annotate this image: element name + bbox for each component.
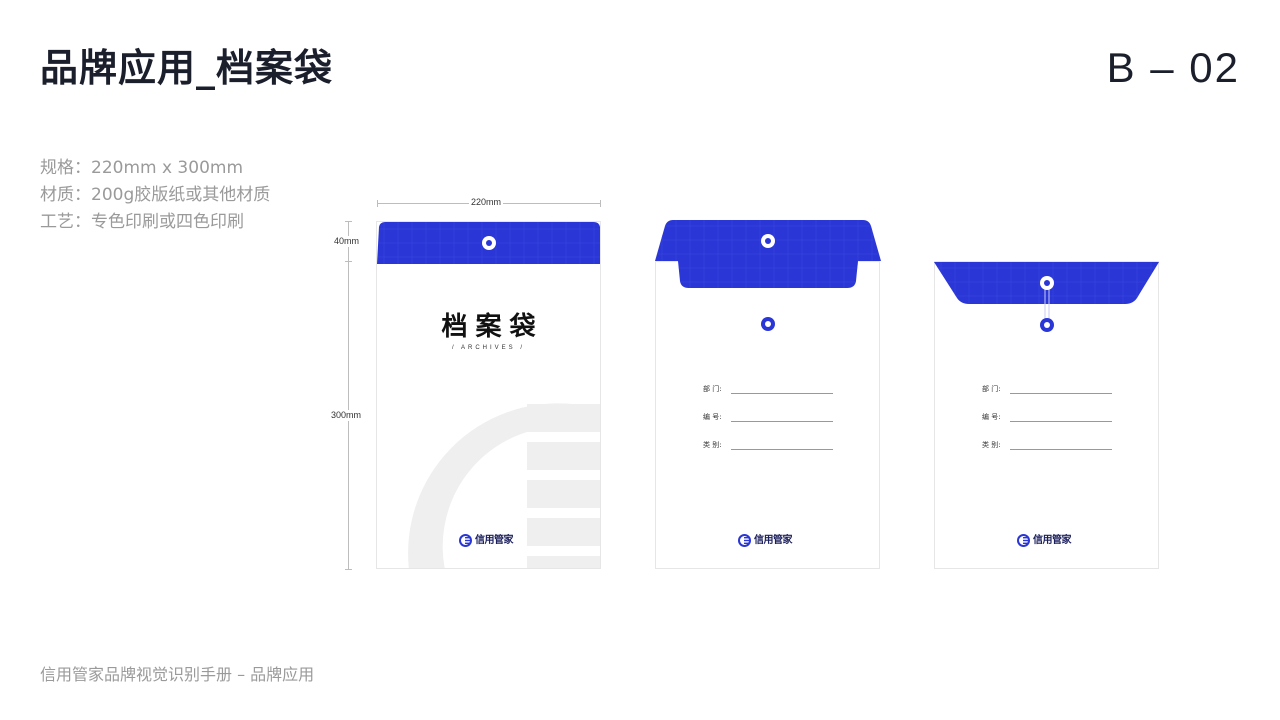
footer-text: 信用管家品牌视觉识别手册 – 品牌应用 [40,665,315,684]
back-closed-string [1040,276,1054,332]
brand-logo-text: 信用管家 [475,535,514,546]
form-row-department: 部 门: [982,384,1122,396]
form-row-number: 编 号: [982,412,1122,424]
flap-height-label: 40mm [332,236,362,247]
form-row-number: 编 号: [703,412,843,424]
front-title: 档案袋 [441,312,544,342]
envelope-back-open-body: 部 门: 编 号: 类 别: 信用管家 [655,261,880,569]
form-row-category: 类 别: [703,440,843,452]
width-label: 220mm [469,197,504,208]
back-open-brand-logo: 信用管家 [738,534,808,548]
brand-logo-icon [1017,534,1030,547]
spec-list: 规格：220mm x 300mm 材质：200g胶版纸或其他材质 工艺：专色印刷… [40,155,270,236]
brand-logo-icon [738,534,751,547]
front-brand-logo: 信用管家 [459,534,529,548]
spec-material: 材质：200g胶版纸或其他材质 [40,185,271,205]
spec-process: 工艺：专色印刷或四色印刷 [40,212,244,232]
front-string-button [481,235,497,251]
height-label: 300mm [329,410,364,421]
spec-size: 规格：220mm x 300mm [40,158,244,178]
page-title: 品牌应用_档案袋 [40,46,334,90]
form-row-department: 部 门: [703,384,843,396]
front-brand-graphic [408,403,600,568]
form-row-category: 类 别: [982,440,1122,452]
back-open-flap [655,220,881,288]
envelope-back-closed-body: 部 门: 编 号: 类 别: 信用管家 [934,261,1159,569]
page-code: B – 02 [1106,44,1240,91]
front-subtitle: / ARCHIVES / [451,345,525,351]
brand-logo-icon [459,534,472,547]
back-closed-brand-logo: 信用管家 [1017,534,1087,548]
back-open-string-button [761,317,775,331]
envelope-front: 档案袋 / ARCHIVES / 信用管家 [376,221,601,569]
